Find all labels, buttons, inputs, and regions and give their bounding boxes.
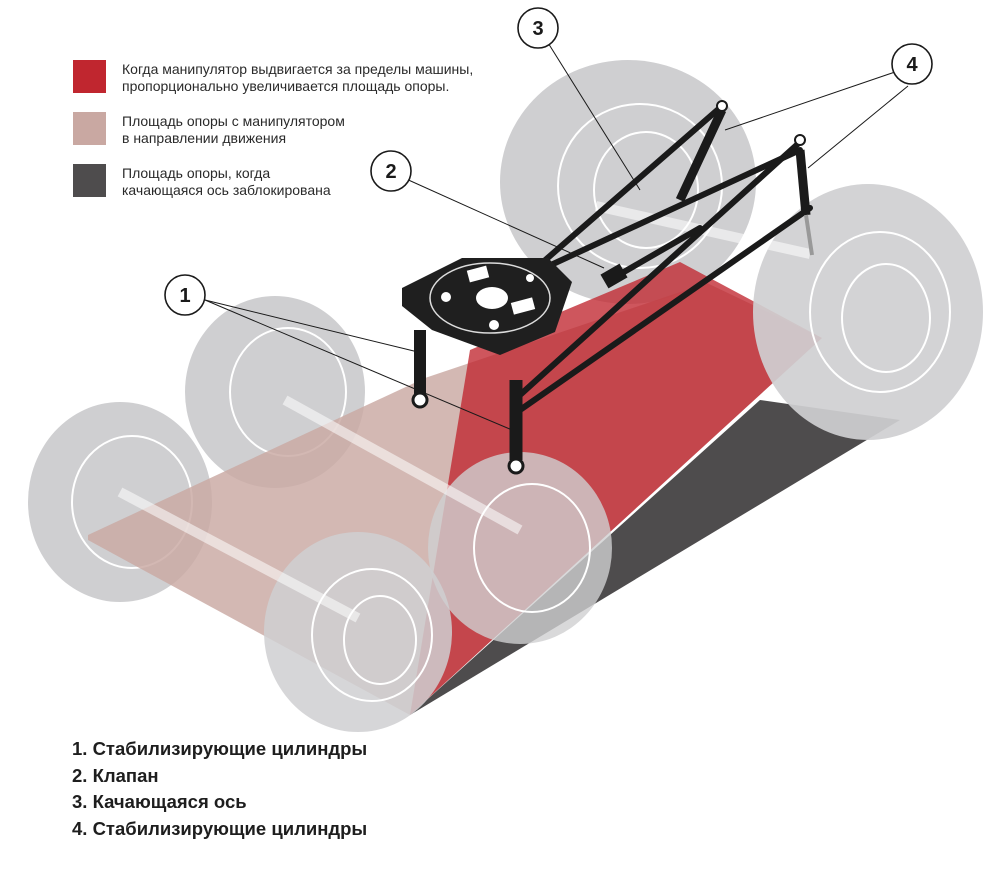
callout-2-number: 2 — [385, 161, 396, 183]
stabilizing-cylinder-rear-2 — [794, 134, 814, 256]
legend-swatch-red — [73, 60, 106, 93]
leader-lines — [204, 37, 909, 431]
callout-1: 1 — [164, 274, 206, 316]
legend-outer-line1: Когда манипулятор выдвигается за пределы… — [122, 61, 474, 77]
legend-item-locked-area: Площадь опоры, когда качающаяся ось забл… — [73, 164, 553, 204]
legend-travel-line1: Площадь опоры с манипулятором — [122, 113, 345, 129]
legend-item-travel-area: Площадь опоры с манипулятором в направле… — [73, 112, 553, 152]
stabilizing-cylinder-front-1 — [411, 330, 429, 409]
legend-travel-line2: в направлении движения — [122, 130, 287, 146]
front-far-right-tire — [264, 532, 452, 732]
legend-outer-line2: пропорционально увеличивается площадь оп… — [122, 78, 450, 94]
legend-swatch-grey — [73, 164, 106, 197]
callout-3-number: 3 — [532, 18, 543, 40]
front-right-tire — [428, 452, 612, 644]
stabilizing-cylinder-front-2 — [507, 380, 525, 475]
legend-locked-line1: Площадь опоры, когда — [122, 165, 271, 181]
turntable — [402, 258, 572, 355]
valve — [600, 263, 628, 289]
legend-swatch-pink — [73, 112, 106, 145]
legend-item-outer-area: Когда манипулятор выдвигается за пределы… — [73, 60, 553, 100]
callout-4: 4 — [891, 43, 933, 85]
callout-1-number: 1 — [179, 285, 190, 307]
legend-locked-line2: качающаяся ось заблокирована — [122, 182, 331, 198]
caption-2: 2. Клапан — [72, 764, 159, 786]
component-captions: 1. Стабилизирующие цилиндры 2. Клапан 3.… — [72, 736, 592, 842]
callout-4-number: 4 — [906, 54, 918, 76]
callout-2: 2 — [370, 150, 412, 192]
caption-4: 4. Стабилизирующие цилиндры — [72, 817, 368, 839]
caption-3: 3. Качающаяся ось — [72, 791, 247, 812]
callout-3: 3 — [517, 7, 559, 49]
caption-1: 1. Стабилизирующие цилиндры — [72, 738, 368, 759]
stabilizing-cylinder-rear-1 — [675, 100, 728, 202]
